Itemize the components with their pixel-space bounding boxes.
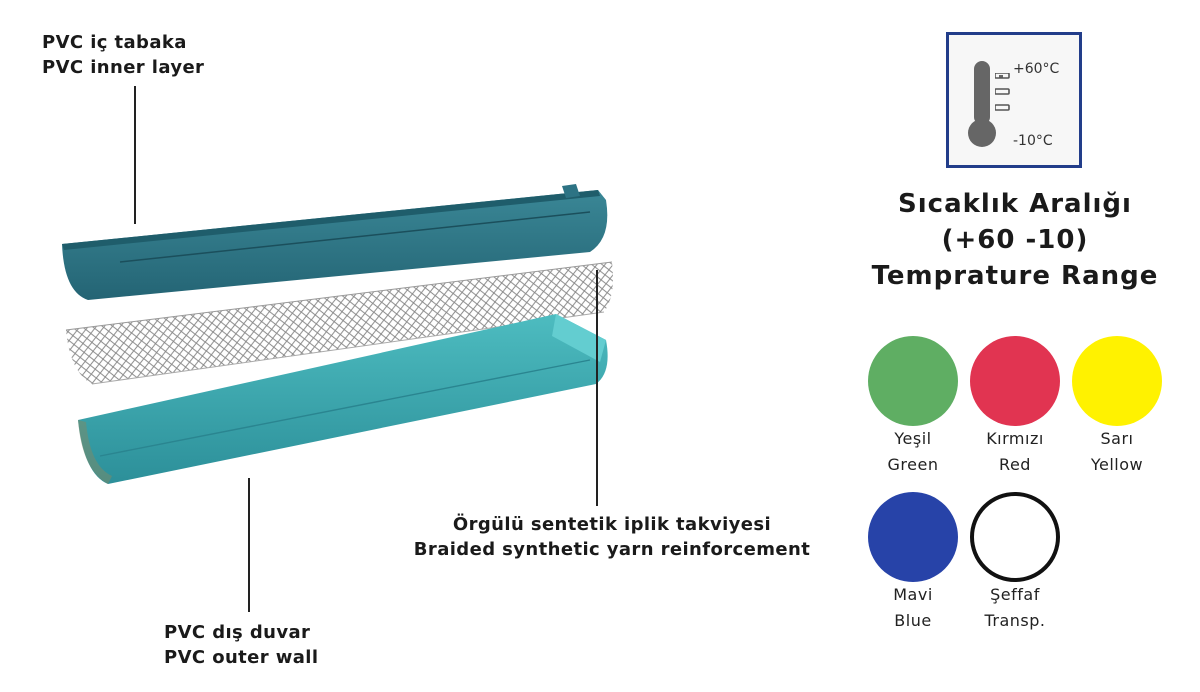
color-label-green-tr: Yeşil — [894, 429, 932, 448]
color-swatch-red — [970, 336, 1060, 426]
yarn-label-tr: Örgülü sentetik iplik takviyesi — [452, 514, 772, 535]
temperature-min-label: -10°C — [1013, 133, 1053, 149]
temperature-max-label: +60°C — [1013, 61, 1060, 77]
pvc-outer-wall-shape — [78, 314, 608, 484]
color-label-blue-tr: Mavi — [893, 585, 933, 604]
temperature-range-values: (+60 -10) — [941, 225, 1089, 255]
color-label-yellow-tr: Sarı — [1100, 429, 1134, 448]
pvc-inner-layer-shape — [62, 184, 608, 300]
inner-layer-label: PVC iç tabaka PVC inner layer — [42, 30, 204, 80]
inner-layer-label-en: PVC inner layer — [42, 57, 205, 78]
outer-wall-label-tr: PVC dış duvar — [164, 622, 311, 643]
outer-wall-label: PVC dış duvar PVC outer wall — [164, 620, 318, 670]
color-label-red: Kırmızı Red — [960, 426, 1070, 478]
color-swatch-yellow — [1072, 336, 1162, 426]
thermometer-icon — [968, 61, 1003, 147]
yarn-label: Örgülü sentetik iplik takviyesi Braided … — [410, 512, 814, 562]
outer-wall-label-en: PVC outer wall — [164, 647, 319, 668]
color-label-green: Yeşil Green — [858, 426, 968, 478]
color-label-red-en: Red — [999, 455, 1031, 474]
color-swatch-green — [868, 336, 958, 426]
yarn-leader-line — [596, 270, 598, 506]
temperature-title-tr: Sıcaklık Aralığı — [898, 189, 1132, 219]
color-label-transparent-en: Transp. — [984, 611, 1046, 630]
color-label-red-tr: Kırmızı — [986, 429, 1044, 448]
color-label-yellow-en: Yellow — [1090, 455, 1144, 474]
color-label-yellow: Sarı Yellow — [1062, 426, 1172, 478]
temperature-range-icon-box: +60°C -10°C — [946, 32, 1082, 168]
inner-layer-leader-line — [134, 86, 136, 224]
temperature-title-en: Temprature Range — [871, 261, 1159, 291]
hose-layers-illustration — [62, 184, 613, 484]
color-label-blue-en: Blue — [894, 611, 932, 630]
color-label-green-en: Green — [887, 455, 939, 474]
inner-layer-label-tr: PVC iç tabaka — [42, 32, 187, 53]
color-label-transparent: Şeffaf Transp. — [960, 582, 1070, 634]
scale-marks-icon — [995, 73, 1010, 111]
color-label-blue: Mavi Blue — [858, 582, 968, 634]
outer-wall-leader-line — [248, 478, 250, 612]
temperature-range-title: Sıcaklık Aralığı (+60 -10) Temprature Ra… — [840, 186, 1190, 294]
color-label-transparent-tr: Şeffaf — [990, 585, 1040, 604]
color-swatch-transparent — [970, 492, 1060, 582]
yarn-label-en: Braided synthetic yarn reinforcement — [413, 539, 811, 560]
color-swatch-blue — [868, 492, 958, 582]
